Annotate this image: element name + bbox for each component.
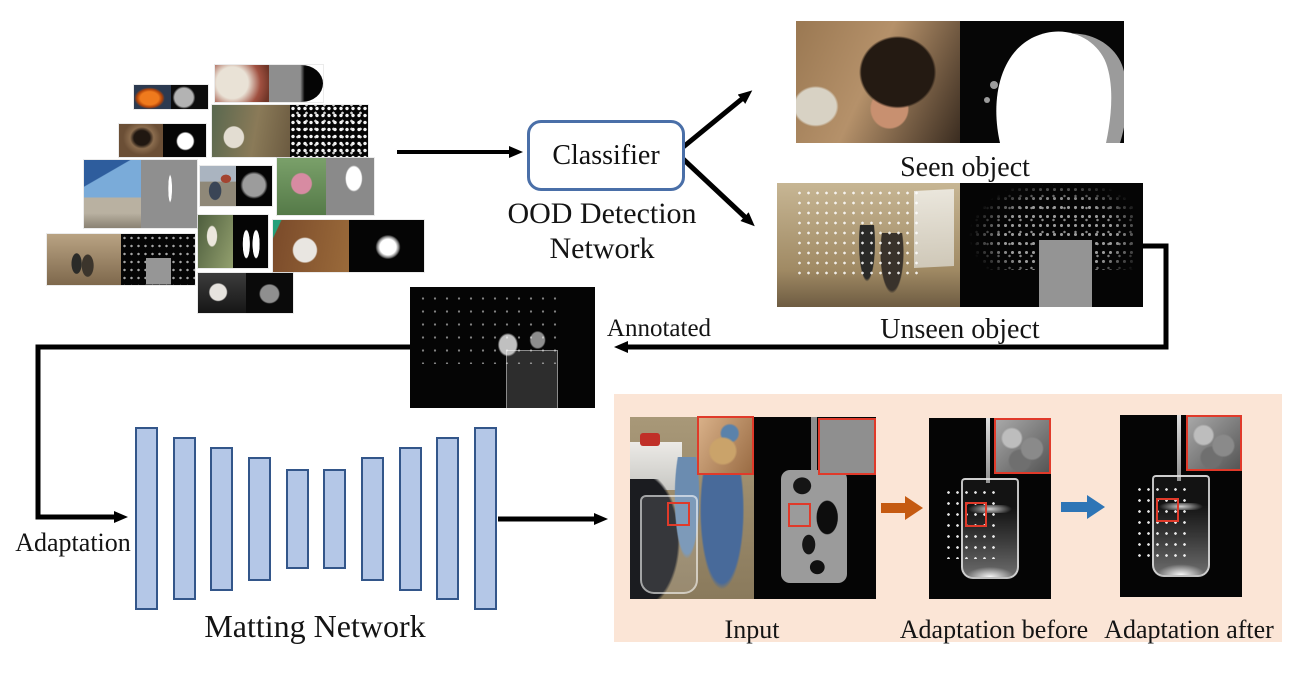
image-matte-pair bbox=[119, 124, 206, 157]
matte-glass-region bbox=[1038, 240, 1092, 307]
adaptation-before-label: Adaptation before bbox=[899, 615, 1089, 644]
thumb-matte bbox=[121, 234, 195, 285]
thumb-matte bbox=[290, 105, 368, 157]
splash-speckles bbox=[795, 187, 924, 275]
pour-stream bbox=[986, 418, 991, 484]
splash-highlight bbox=[480, 316, 573, 365]
annotated-image bbox=[410, 287, 595, 408]
annotated-label: Annotated bbox=[606, 315, 712, 342]
arrow-classifier-to-seen bbox=[680, 90, 753, 150]
image-matte-pair bbox=[200, 166, 272, 206]
image-matte-pair bbox=[277, 158, 374, 215]
thumb-photo bbox=[198, 273, 246, 313]
network-layer-bar bbox=[473, 427, 497, 610]
thumb-photo bbox=[215, 65, 269, 102]
after-zoom-inset bbox=[1186, 415, 1242, 471]
thumb-photo bbox=[273, 220, 349, 272]
input-matte-zoom-inset bbox=[818, 418, 876, 475]
before-zoom-inset bbox=[994, 418, 1051, 474]
unseen-object-photo bbox=[777, 183, 960, 307]
glass-rim bbox=[1153, 559, 1209, 575]
zoom-region-box bbox=[788, 503, 811, 527]
image-matte-pair bbox=[198, 273, 293, 313]
adaptation-after-label: Adaptation after bbox=[1104, 615, 1274, 644]
thumb-photo bbox=[84, 160, 141, 228]
thumb-photo bbox=[198, 215, 233, 268]
blue-arrow bbox=[1061, 495, 1105, 519]
network-layer-bar bbox=[135, 427, 158, 610]
input-matte bbox=[754, 417, 876, 599]
ood-network-label-line2: Network bbox=[549, 231, 655, 265]
image-matte-pair bbox=[84, 160, 197, 228]
thumb-matte bbox=[233, 215, 268, 268]
image-matte-pair bbox=[47, 234, 195, 285]
thumb-matte bbox=[171, 85, 208, 109]
adaptation-result-panel: Input Adaptation before Adaptation after bbox=[614, 394, 1282, 644]
classifier-box: Classifier bbox=[527, 120, 685, 191]
thumb-matte bbox=[325, 158, 374, 215]
thumb-matte bbox=[245, 273, 293, 313]
officer-figure bbox=[696, 467, 747, 599]
image-matte-pair bbox=[212, 105, 368, 157]
unseen-object-label: Unseen object bbox=[880, 314, 1040, 345]
thumb-photo bbox=[212, 105, 290, 157]
thumb-photo bbox=[277, 158, 326, 215]
zoom-region-box bbox=[965, 502, 987, 527]
thumb-photo bbox=[134, 85, 171, 109]
thumb-matte bbox=[236, 166, 272, 206]
thumb-matte bbox=[140, 160, 197, 228]
matting-network-layers bbox=[135, 427, 497, 610]
thumb-photo bbox=[47, 234, 121, 285]
image-matte-pair bbox=[273, 220, 424, 272]
network-layer-bar bbox=[172, 437, 196, 600]
input-label: Input bbox=[724, 615, 780, 644]
input-photo bbox=[630, 417, 754, 599]
thumb-matte bbox=[269, 65, 323, 102]
network-layer-bar bbox=[210, 446, 234, 591]
police-light-bar bbox=[639, 433, 660, 447]
glass-rim bbox=[962, 561, 1018, 578]
adaptation-label: Adaptation bbox=[15, 528, 131, 557]
ood-network-label-line1: OOD Detection bbox=[507, 197, 697, 230]
unseen-object-matte bbox=[960, 183, 1143, 307]
pour-stream bbox=[1177, 415, 1182, 481]
image-matte-pair bbox=[134, 85, 208, 109]
seen-object-label: Seen object bbox=[900, 152, 1030, 183]
network-layer-bar bbox=[360, 456, 384, 581]
glass-shape bbox=[506, 349, 559, 408]
thumb-matte bbox=[348, 220, 424, 272]
seen-object-matte bbox=[960, 21, 1128, 143]
ood-network-label: OOD Detection Network bbox=[470, 197, 734, 266]
network-layer-bar bbox=[323, 468, 347, 569]
network-layer-bar bbox=[398, 446, 422, 591]
network-layer-bar bbox=[436, 437, 460, 600]
input-photo-zoom-inset bbox=[697, 416, 754, 475]
matting-network-label: Matting Network bbox=[204, 608, 426, 644]
pour-stream bbox=[811, 417, 818, 470]
bubbles bbox=[943, 486, 1000, 560]
thumb-photo bbox=[200, 166, 236, 206]
image-matte-pair bbox=[215, 65, 323, 102]
zoom-region-box bbox=[667, 502, 690, 526]
seen-object-photo bbox=[796, 21, 960, 143]
thumb-photo bbox=[119, 124, 163, 157]
thumb-matte bbox=[162, 124, 206, 157]
orange-arrow bbox=[881, 496, 923, 520]
network-layer-bar bbox=[247, 456, 271, 581]
network-layer-bar bbox=[285, 468, 309, 569]
zoom-region-box bbox=[1156, 498, 1179, 522]
image-matte-pair bbox=[198, 215, 268, 268]
classifier-label: Classifier bbox=[552, 139, 660, 171]
